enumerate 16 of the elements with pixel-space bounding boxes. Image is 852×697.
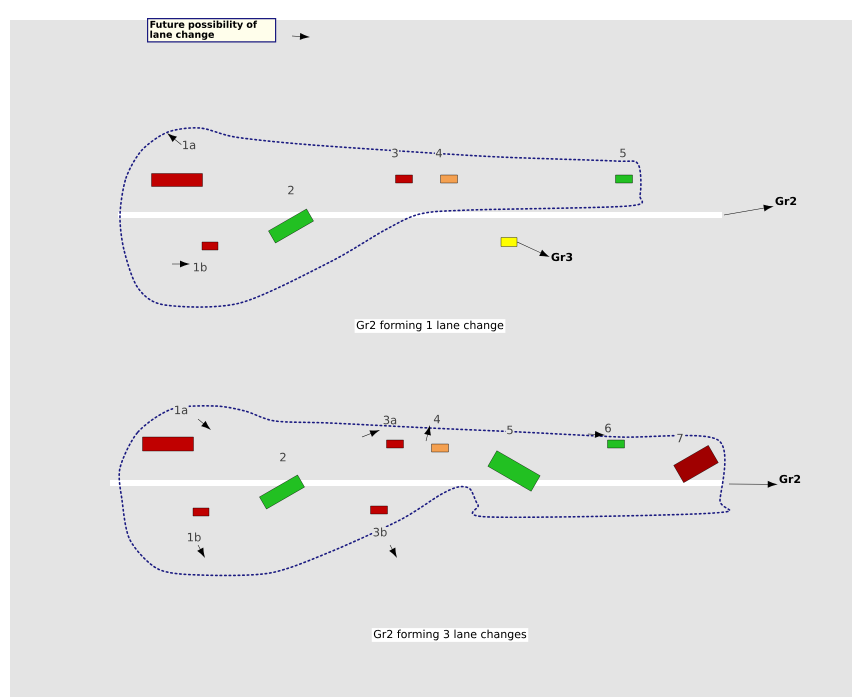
caption: Gr2 forming 3 lane changes [372,628,528,642]
caption: Gr2 forming 1 lane change [354,319,506,333]
group-label: Gr2 [780,474,800,484]
arrow [516,242,549,257]
car-number: 3b [372,527,388,537]
arrow [728,480,777,488]
car-number: 1b [186,532,202,542]
legend-box: Future possibility of lane change [147,18,276,42]
group-label: Gr3 [552,252,572,262]
group-label: Gr2 [776,196,796,206]
car-number: 1a [181,140,197,150]
car-number: 1b [192,262,208,272]
car-number: 1a [173,405,189,415]
arrow [724,204,773,216]
car [500,237,518,247]
car-number: 3a [382,415,398,425]
